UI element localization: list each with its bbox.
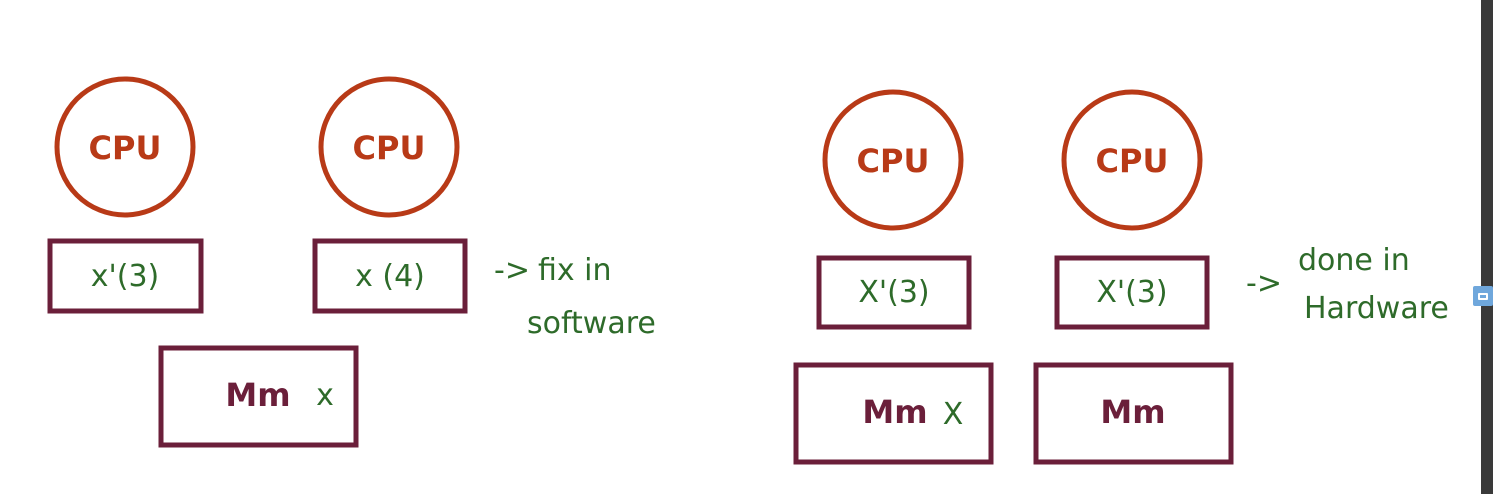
- left-memory: Mm x: [158, 345, 359, 448]
- caption-icon[interactable]: [1473, 286, 1493, 306]
- right-note-arrow: ->: [1246, 266, 1282, 301]
- left-cache-2-label: x (4): [355, 259, 425, 294]
- right-cpu-1: CPU: [822, 89, 964, 231]
- right-memory-1: Mm X: [793, 362, 994, 465]
- left-note-line-1: fix in: [538, 253, 612, 288]
- left-memory-box: [158, 345, 359, 448]
- right-cache-2: X'(3): [1054, 255, 1210, 330]
- left-cpu-2: CPU: [318, 76, 460, 218]
- right-cpu-2: CPU: [1061, 89, 1203, 231]
- left-cpu-1-circle: [54, 76, 196, 218]
- left-note-line-2: software: [527, 306, 656, 341]
- left-memory-label: Mm: [225, 376, 290, 414]
- right-note-line-1: done in: [1298, 243, 1410, 278]
- left-cpu-2-circle: [318, 76, 460, 218]
- right-cpu-1-circle: [822, 89, 964, 231]
- right-memory-1-label: Mm: [862, 393, 927, 431]
- right-note-line-2: Hardware: [1304, 291, 1449, 326]
- right-cache-2-box: [1054, 255, 1210, 330]
- right-memory-1-box: [793, 362, 994, 465]
- right-cache-1-label: X'(3): [858, 275, 929, 310]
- right-diagram: CPU CPU X'(3) X'(3) -> done in Hardware …: [793, 89, 1449, 465]
- left-diagram: CPU CPU x'(3) x (4) -> fix in software M…: [47, 76, 656, 448]
- left-cache-1-label: x'(3): [91, 259, 160, 294]
- right-cpu-2-label: CPU: [1096, 142, 1169, 180]
- right-memory-2-label: Mm: [1100, 393, 1165, 431]
- right-note: -> done in Hardware: [1246, 243, 1449, 326]
- right-memory-2-box: [1033, 362, 1234, 465]
- right-cache-1: X'(3): [816, 255, 972, 330]
- left-cpu-1-label: CPU: [89, 129, 162, 167]
- right-cpu-1-label: CPU: [857, 142, 930, 180]
- right-memory-2: Mm: [1033, 362, 1234, 465]
- left-cpu-1: CPU: [54, 76, 196, 218]
- left-cache-2-box: [312, 238, 468, 314]
- left-cache-1-box: [47, 238, 204, 314]
- right-cpu-2-circle: [1061, 89, 1203, 231]
- left-note: -> fix in software: [494, 253, 656, 341]
- left-cpu-2-label: CPU: [353, 129, 426, 167]
- caption-icon-glyph: [1478, 292, 1488, 300]
- left-memory-var: x: [316, 378, 334, 413]
- right-memory-1-var: X: [943, 397, 964, 432]
- left-cache-2: x (4): [312, 238, 468, 314]
- left-note-arrow: ->: [494, 253, 530, 288]
- right-cache-2-label: X'(3): [1096, 275, 1167, 310]
- left-cache-1: x'(3): [47, 238, 204, 314]
- vertical-scrollbar[interactable]: [1481, 0, 1493, 494]
- right-cache-1-box: [816, 255, 972, 330]
